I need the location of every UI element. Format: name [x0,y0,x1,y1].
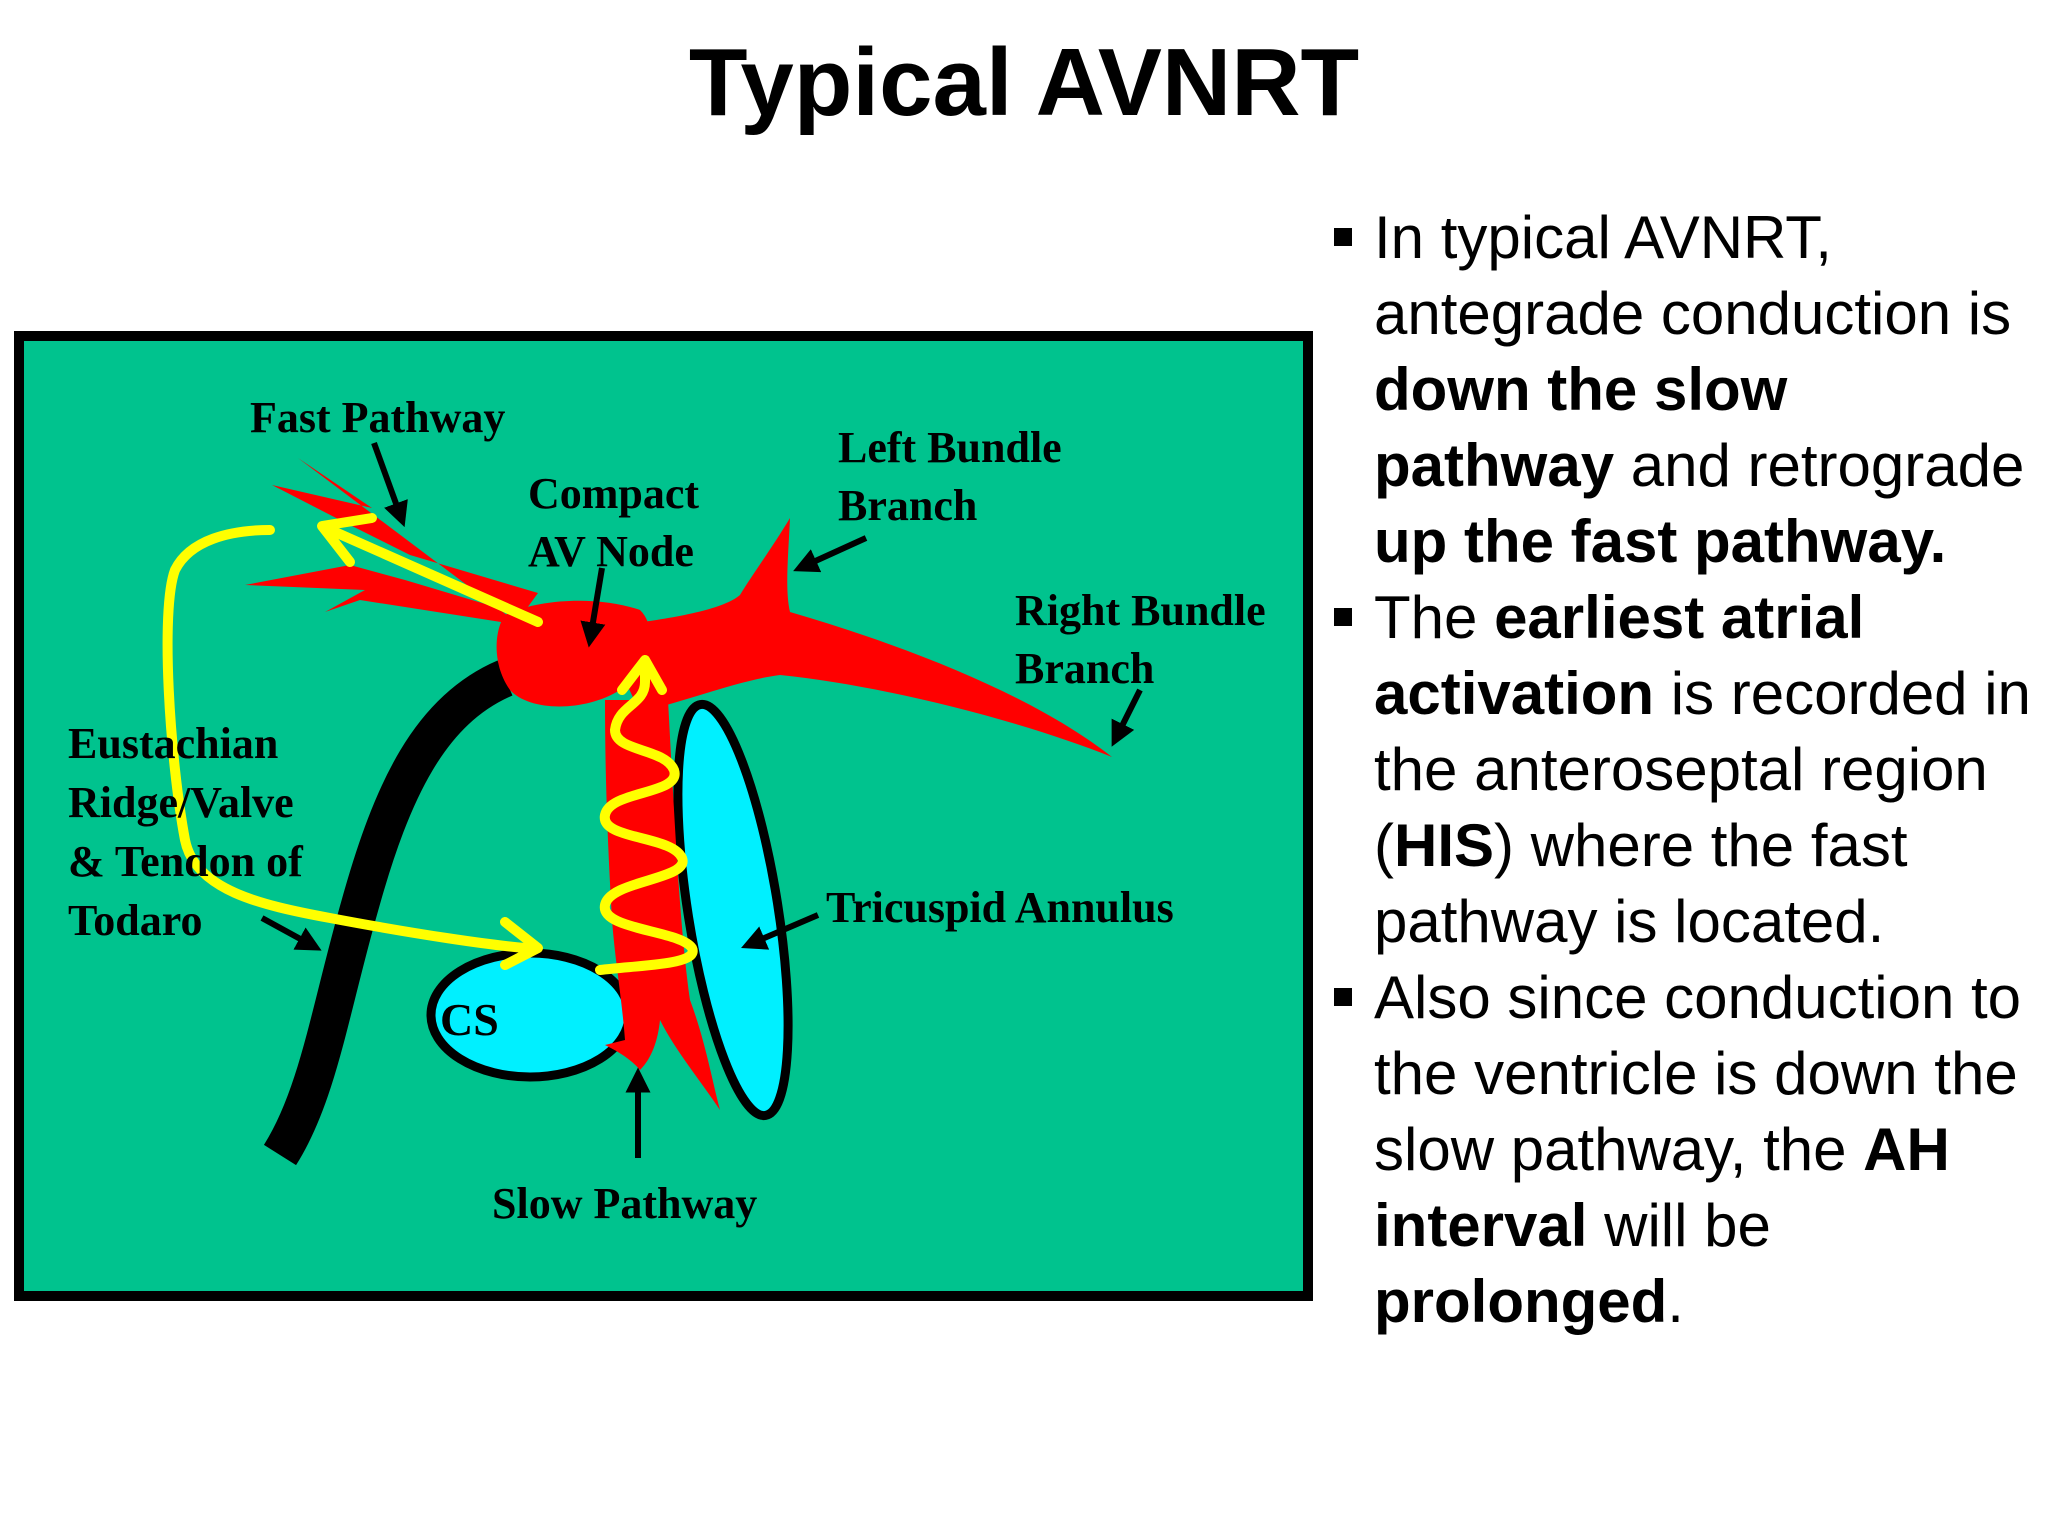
slide-title: Typical AVNRT [688,29,1360,136]
bullet-text: In typical AVNRT, antegrade conduction i… [1374,204,2025,575]
bullet-item: The earliest atrial activation is record… [1330,580,2040,960]
eustachian-label: Eustachian Ridge/Valve & Tendon of Todar… [68,719,314,945]
bullet-item: In typical AVNRT, antegrade conduction i… [1330,200,2040,580]
left-bundle-line-1: Left Bundle [838,423,1062,472]
bullet-list: In typical AVNRT, antegrade conduction i… [1330,200,2040,1340]
fast-pathway-shape [245,458,538,625]
bullet-text: The earliest atrial activation is record… [1374,584,2031,955]
loop-arrowhead [500,917,543,970]
conduction-system [245,458,1112,1110]
left-bundle-pointer [793,535,868,573]
eustachian-line-2: Ridge/Valve [68,778,294,827]
bullet-text: Also since conduction to the ventricle i… [1374,964,2022,1335]
left-bundle-branch-label: Left Bundle Branch [838,423,1073,530]
right-bundle-line-1: Right Bundle [1015,586,1266,635]
fast-pathway-label: Fast Pathway [250,393,505,442]
activation-path [162,513,698,975]
slow-pathway-arrowhead [617,655,667,695]
left-bundle-line-2: Branch [838,481,977,530]
right-bundle-branch-label: Right Bundle Branch [1015,586,1277,693]
av-node-pointer [580,567,606,648]
eustachian-line-1: Eustachian [68,719,278,768]
tricuspid-annulus-label: Tricuspid Annulus [826,883,1174,932]
slow-pathway-zigzag [595,665,698,975]
cs-label: CS [440,994,499,1045]
eustachian-line-4: Todaro [68,896,203,945]
bullet-square-icon [1334,228,1352,246]
retrograde-fast-pathway-arrow [330,527,543,627]
compact-av-node-line-1: Compact [528,469,699,518]
bundle-of-his [600,518,1112,757]
slow-pathway-shape [605,700,720,1110]
bullet-square-icon [1334,988,1352,1006]
eustachian-line-3: & Tendon of [68,837,304,886]
tricuspid-pointer [741,912,820,950]
right-bundle-line-2: Branch [1015,644,1154,693]
slow-pathway-label: Slow Pathway [492,1179,757,1228]
pointer-arrows [260,441,1143,1158]
compact-av-node-label: Compact AV Node [528,469,710,576]
bullet-item: Also since conduction to the ventricle i… [1330,960,2040,1340]
eustachian-pointer [260,915,322,951]
eustachian-loop-arrow [162,525,530,953]
fast-pathway-pointer [371,441,408,528]
tricuspid-annulus [673,699,793,1121]
eustachian-ridge [263,660,513,1166]
bullet-square-icon [1334,608,1352,626]
compact-av-node-line-2: AV Node [528,527,694,576]
retrograde-arrowhead [317,513,377,567]
right-bundle-pointer [1111,688,1143,747]
